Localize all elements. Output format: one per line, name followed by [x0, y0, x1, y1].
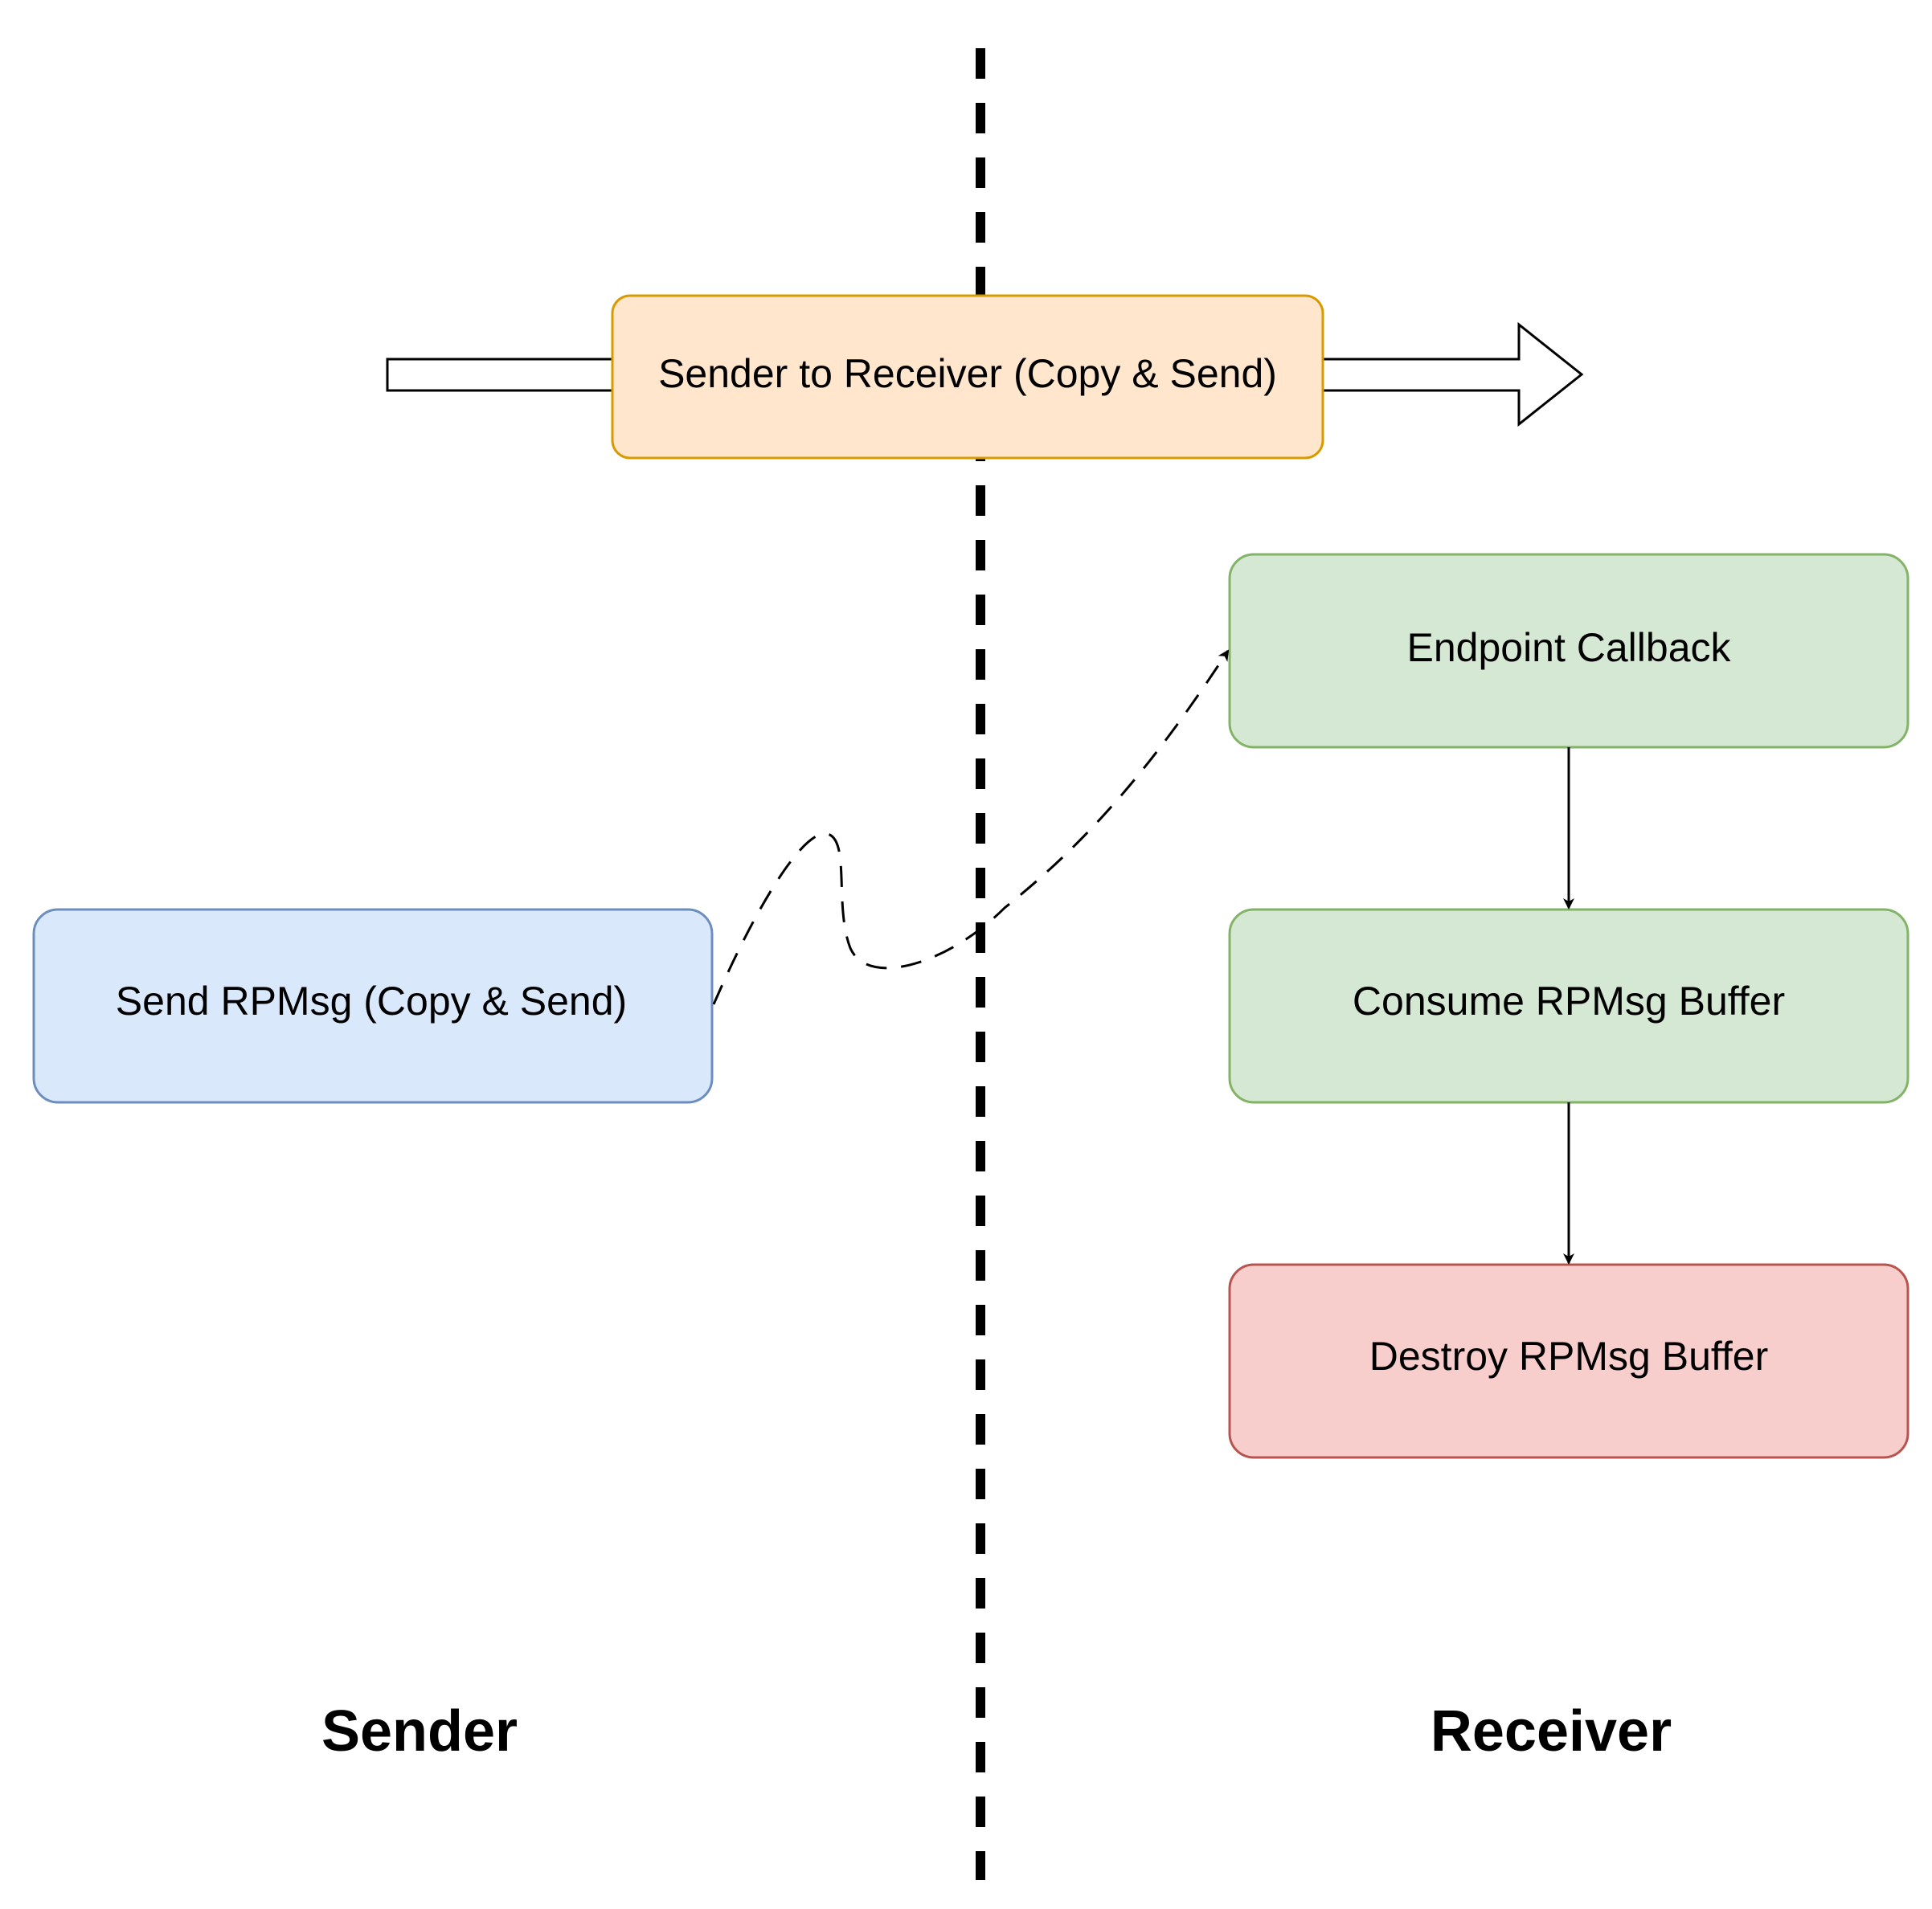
destroy-buffer-box[interactable]: Destroy RPMsg Buffer: [1228, 1263, 1909, 1459]
destroy-buffer-label: Destroy RPMsg Buffer: [1369, 1334, 1768, 1379]
lane-label-sender: Sender: [321, 1699, 518, 1764]
endpoint-callback-box[interactable]: Endpoint Callback: [1228, 553, 1909, 749]
consume-buffer-box[interactable]: Consume RPMsg Buffer: [1228, 908, 1909, 1104]
title-box[interactable]: Sender to Receiver (Copy & Send): [611, 294, 1324, 460]
lane-label-receiver: Receiver: [1431, 1699, 1672, 1764]
message-flow-dashed-arrow: [712, 649, 1230, 1005]
endpoint-callback-label: Endpoint Callback: [1406, 625, 1731, 670]
send-rpmsg-box[interactable]: Send RPMsg (Copy & Send): [32, 908, 714, 1104]
send-rpmsg-label: Send RPMsg (Copy & Send): [116, 979, 627, 1024]
consume-buffer-label: Consume RPMsg Buffer: [1353, 979, 1785, 1024]
title-box-label: Sender to Receiver (Copy & Send): [658, 351, 1277, 396]
